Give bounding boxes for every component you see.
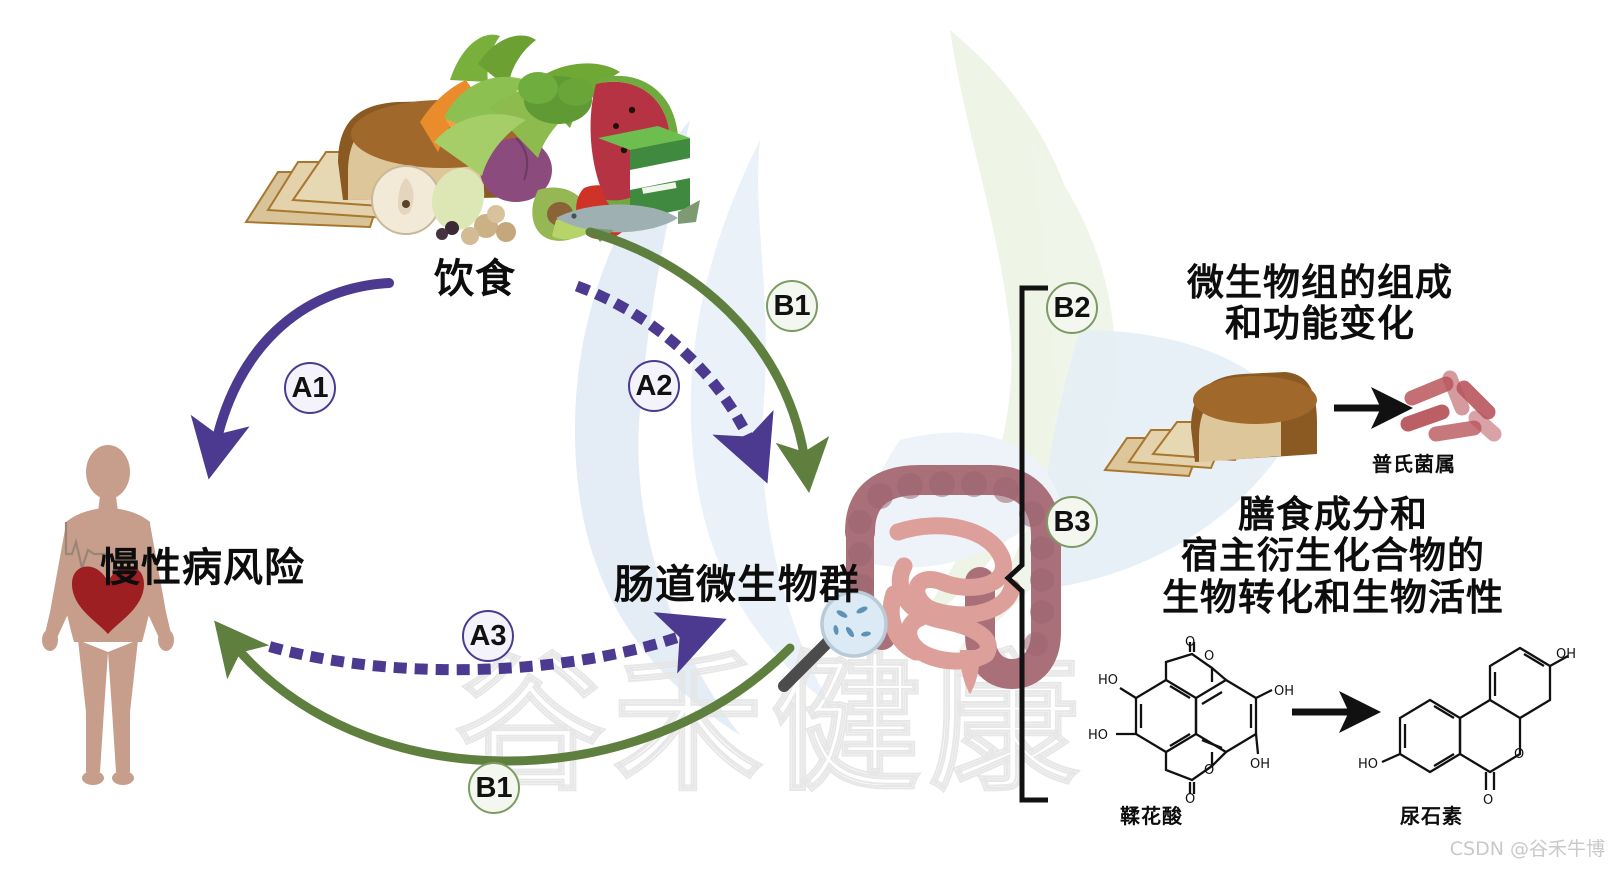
arrow-b1-gut-to-risk xyxy=(214,620,795,766)
broccoli-icon xyxy=(518,72,594,124)
chem-label-o-carbonyl-1: O xyxy=(1185,635,1195,650)
chem-label-oh: OH xyxy=(1556,647,1576,662)
pear-icon xyxy=(432,168,485,230)
chem-label-oh-2: OH xyxy=(1250,757,1270,772)
label-urolithin: 尿石素 xyxy=(1400,804,1463,828)
food-pile-icon xyxy=(244,34,700,245)
chem-label-ho-2: HO xyxy=(1088,728,1108,743)
chem-label-o-carbonyl: O xyxy=(1483,793,1493,808)
arrow-a1-diet-to-risk xyxy=(190,278,394,480)
nuts-icon xyxy=(436,205,516,245)
heading-b2-line2: 和功能变化 xyxy=(1225,302,1415,346)
badge-b2[interactable]: B2 xyxy=(1046,282,1098,334)
ecg-line-icon xyxy=(64,522,110,573)
badge-b1-bottom[interactable]: B1 xyxy=(468,762,520,814)
badge-a3[interactable]: A3 xyxy=(462,610,514,662)
arrow-b1-diet-to-gut xyxy=(585,227,830,494)
heading-b3-line3: 生物转化和生物活性 xyxy=(1162,575,1504,619)
apple-icon xyxy=(371,165,441,235)
badge-b1-top[interactable]: B1 xyxy=(766,280,818,332)
label-prevotella: 普氏菌属 xyxy=(1372,452,1456,476)
chem-label-ho-1: HO xyxy=(1098,673,1118,688)
urolithin-structure: OH HO O O xyxy=(1358,646,1576,808)
label-gut-microbiota: 肠道微生物群 xyxy=(614,562,860,608)
chem-label-o-ring: O xyxy=(1514,747,1524,762)
chem-label-ho: HO xyxy=(1358,757,1378,772)
ellagic-acid-structure: HO HO OH OH O O O O xyxy=(1088,635,1294,807)
badge-a1[interactable]: A1 xyxy=(284,362,336,414)
chem-label-o-ring-1: O xyxy=(1204,649,1214,664)
badge-a2[interactable]: A2 xyxy=(628,360,680,412)
heading-b2-line1: 微生物组的组成 xyxy=(1187,261,1453,304)
label-ellagic-acid: 鞣花酸 xyxy=(1120,804,1183,828)
bread-loaf-icon xyxy=(1103,372,1317,478)
arrow-a2-diet-to-microbiota xyxy=(574,280,774,484)
magnifying-glass-icon xyxy=(778,590,888,692)
heading-b3-line1: 膳食成分和 xyxy=(1238,493,1428,536)
supplement-box-icon xyxy=(598,126,690,220)
onion-icon xyxy=(480,138,552,202)
chem-label-o-ring-2: O xyxy=(1204,763,1214,778)
label-diet: 饮食 xyxy=(434,256,516,302)
heading-b3-line2: 宿主衍生化合物的 xyxy=(1181,534,1485,578)
chem-label-o-carbonyl-2: O xyxy=(1185,792,1195,807)
badge-b3[interactable]: B3 xyxy=(1046,496,1098,548)
human-body-icon xyxy=(42,445,174,785)
label-chronic-disease-risk: 慢性病风险 xyxy=(100,545,305,591)
arrow-a3-risk-to-microbiota xyxy=(268,612,727,676)
heading-b2: 微生物组的组成 和功能变化 xyxy=(1120,262,1520,345)
heading-b3: 膳食成分和 宿主衍生化合物的 生物转化和生物活性 xyxy=(1098,494,1568,618)
csdn-watermark: CSDN @谷禾牛博 xyxy=(1449,838,1605,860)
chem-label-oh-1: OH xyxy=(1274,684,1294,699)
grouping-bracket xyxy=(1004,285,1048,803)
heart-icon xyxy=(72,566,144,634)
bacteria-rods-icon xyxy=(1400,370,1502,442)
